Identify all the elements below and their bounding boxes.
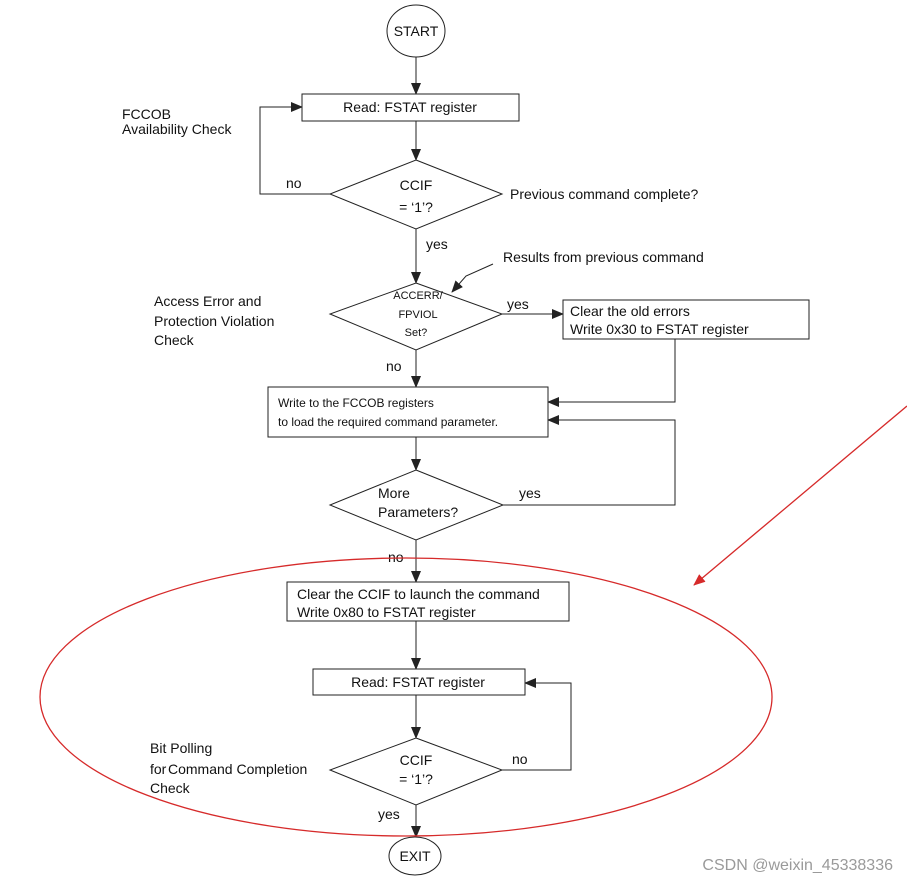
clear-ccif-line1: Clear the CCIF to launch the command	[297, 586, 540, 602]
exit-label: EXIT	[399, 848, 431, 864]
connectors	[259, 57, 676, 838]
ccif-1-line1: CCIF	[400, 177, 433, 193]
accerr-line2: FPVIOL	[398, 309, 437, 321]
read-fstat-box-1: Read: FSTAT register	[301, 93, 520, 122]
read-fstat-label-1: Read: FSTAT register	[343, 99, 477, 115]
highlight-overlay	[39, 405, 907, 837]
edge-labels: no yes yes no yes no no yes	[286, 175, 541, 822]
more-params-decision: More Parameters?	[328, 469, 505, 541]
edge-clear-errors-back	[547, 339, 676, 407]
edge-label-no-4: no	[512, 751, 528, 767]
edge-label-yes-1: yes	[426, 236, 448, 252]
ccif-2-line1: CCIF	[400, 752, 433, 768]
write-fccob-line2: to load the required command parameter.	[278, 415, 498, 429]
write-fccob-line1: Write to the FCCOB registers	[278, 396, 434, 410]
clear-ccif-box: Clear the CCIF to launch the command Wri…	[286, 581, 570, 622]
annotations: FCCOB Availability Check Previous comman…	[122, 106, 704, 796]
edge-label-no-3: no	[388, 549, 404, 565]
access-annotation-line1: Access Error and	[154, 293, 261, 309]
ccif-2-line2: = ‘1’?	[399, 771, 433, 787]
edge-results-pointer	[451, 263, 494, 293]
start-node: START	[386, 4, 446, 58]
edge-more-yes-loop	[503, 415, 676, 506]
watermark: CSDN @weixin_45338336	[702, 857, 893, 874]
write-fccob-box: Write to the FCCOB registers to load the…	[267, 386, 549, 438]
highlight-arrow	[693, 405, 907, 586]
fccob-annotation-line1: FCCOB	[122, 106, 171, 122]
clear-ccif-line2: Write 0x80 to FSTAT register	[297, 604, 476, 620]
accerr-line3: Set?	[405, 327, 428, 339]
results-prev-annotation: Results from previous command	[503, 249, 704, 265]
more-params-line2: Parameters?	[378, 504, 458, 520]
access-annotation-line2: Protection Violation	[154, 313, 274, 329]
edge-ccif1-no-loop	[259, 102, 330, 195]
start-label: START	[394, 23, 439, 39]
edge-label-yes-2: yes	[507, 296, 529, 312]
ccif-1-line2: = ‘1’?	[399, 199, 433, 215]
accerr-decision: ACCERR/ FPVIOL Set?	[328, 282, 504, 351]
edge-label-no-2: no	[386, 358, 402, 374]
ccif-decision-2: CCIF = ‘1’?	[328, 737, 504, 806]
exit-node: EXIT	[388, 836, 442, 876]
clear-errors-box: Clear the old errors Write 0x30 to FSTAT…	[562, 299, 810, 340]
bitpoll-annotation-line2: for	[150, 761, 167, 777]
read-fstat-box-2: Read: FSTAT register	[312, 668, 526, 696]
clear-errors-line1: Clear the old errors	[570, 303, 690, 319]
prev-complete-annotation: Previous command complete?	[510, 186, 699, 202]
fccob-annotation-line2: Availability Check	[122, 121, 232, 137]
ccif-decision-1: CCIF = ‘1’?	[328, 159, 504, 230]
edge-label-no-1: no	[286, 175, 302, 191]
edge-label-yes-4: yes	[378, 806, 400, 822]
clear-errors-line2: Write 0x30 to FSTAT register	[570, 321, 749, 337]
accerr-line1: ACCERR/	[393, 290, 443, 302]
bitpoll-annotation-line3: Command Completion	[168, 761, 307, 777]
edge-label-yes-3: yes	[519, 485, 541, 501]
edge-ccif2-no-loop	[502, 678, 572, 771]
read-fstat-label-2: Read: FSTAT register	[351, 674, 485, 690]
access-annotation-line3: Check	[154, 332, 195, 348]
highlight-ellipse	[39, 557, 773, 837]
bitpoll-annotation-line4: Check	[150, 780, 191, 796]
more-params-line1: More	[378, 485, 410, 501]
bitpoll-annotation-line1: Bit Polling	[150, 740, 212, 756]
